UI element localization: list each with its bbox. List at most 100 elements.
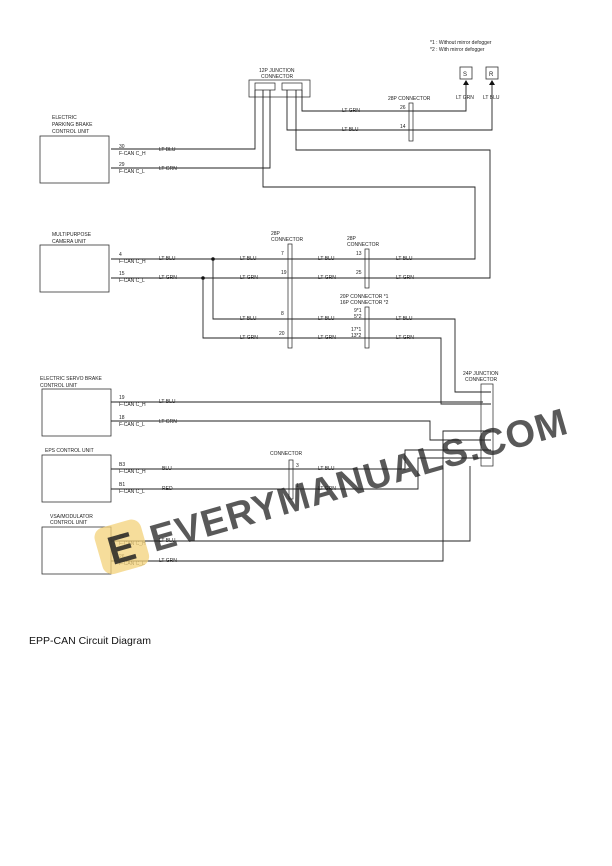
c20-16p-connector — [364, 306, 370, 349]
right-28p-connector — [364, 248, 370, 289]
pb-signal-h: F-CAN C_H — [119, 151, 146, 157]
pb-label-2: PARKING BRAKE — [52, 122, 93, 128]
j12-left-block — [254, 82, 276, 91]
right-28p-label-1: 28P — [347, 236, 357, 242]
diagram-caption: EPP-CAN Circuit Diagram — [29, 635, 151, 647]
left-28p-pin-d: 20 — [279, 331, 285, 337]
servo-signal-h: F-CAN C_H — [119, 402, 146, 408]
watermark-logo-badge — [94, 519, 150, 575]
left-28p-pin-c: 8 — [281, 311, 284, 317]
wire-eps-h-b — [291, 449, 483, 470]
eps-conn-pin-a: 3 — [296, 463, 299, 469]
eps-pin-h: B3 — [119, 462, 125, 468]
wire-cam-h-branch — [212, 259, 367, 320]
c20-pin-c: 17*1 — [351, 327, 362, 333]
vsa-label-1: VSA/MODULATOR — [50, 514, 93, 520]
right-28p-label-2: CONNECTOR — [347, 242, 380, 248]
terminal-r-arrow — [489, 80, 495, 85]
wire-to-s — [411, 85, 467, 112]
legend-note-1: *1 : Without mirror defogger — [430, 40, 492, 46]
wire-j12-right-run — [295, 90, 491, 279]
left-28p-label-2: CONNECTOR — [271, 237, 304, 243]
top-28p-pin-a: 26 — [400, 105, 406, 111]
top-28p-connector — [408, 102, 414, 142]
vsa-label-2: CONTROL UNIT — [50, 520, 87, 526]
servo-brake-control-unit — [41, 388, 112, 437]
watermark-text: EVERYMANUALS.COM — [145, 401, 572, 561]
servo-signal-l: F-CAN C_L — [119, 422, 145, 428]
j24-label-1: 24P JUNCTION — [463, 371, 499, 377]
camera-label-1: MULTIPURPOSE — [52, 232, 92, 238]
multipurpose-camera-unit — [39, 244, 110, 293]
wire-eps-l-b — [291, 457, 483, 490]
right-28p-pin-b: 25 — [356, 270, 362, 276]
servo-wire-l-color: LT GRN — [159, 419, 177, 425]
camera-pin-h: 4 — [119, 252, 122, 258]
pb-pin-l: 29 — [119, 162, 125, 168]
wire-vsa-h — [111, 466, 471, 542]
c20-pin-a: 9*1 — [354, 308, 362, 314]
wiring — [111, 85, 493, 562]
left-28p-connector — [287, 243, 293, 349]
camera-pin-l: 15 — [119, 271, 125, 277]
camera-label-2: CAMERA UNIT — [52, 239, 86, 245]
servo-label-1: ELECTRIC SERVO BRAKE — [40, 376, 103, 382]
terminal-s-wire-color: LT GRN — [456, 95, 474, 101]
splice-cam-l — [201, 276, 205, 280]
camera-signal-h: F-CAN C_H — [119, 259, 146, 265]
terminal-s-box — [459, 66, 473, 80]
top-28p-pin-b: 14 — [400, 124, 406, 130]
terminal-s-label: S — [463, 72, 467, 78]
wire-j12-top28-a — [301, 90, 411, 112]
wire-j24-pins — [483, 391, 491, 459]
pb-wire-l-color: LT GRN — [159, 166, 177, 172]
j12-label-2: CONNECTOR — [261, 74, 294, 80]
wire-j12-mid-run — [262, 90, 476, 260]
c20-label-2: 16P CONNECTOR *2 — [340, 300, 389, 306]
left-28p-label-1: 28P — [271, 231, 281, 237]
right-28p-pin-a: 13 — [356, 251, 362, 257]
eps-connector — [288, 459, 294, 500]
j12-right-block — [281, 82, 303, 91]
eps-connector-label: CONNECTOR — [270, 451, 303, 457]
wire-cam-l-branch — [202, 278, 367, 339]
splice-cam-h — [211, 257, 215, 261]
wire-j12-top28-b — [286, 90, 411, 131]
c20-label-1: 20P CONNECTOR *1 — [340, 294, 389, 300]
camera-signal-l: F-CAN C_L — [119, 278, 145, 284]
pb-label-1: ELECTRIC — [52, 115, 77, 121]
wire-to-r — [411, 85, 493, 131]
parking-brake-control-unit — [39, 135, 110, 184]
eps-pin-l: B1 — [119, 482, 125, 488]
j24-label-2: CONNECTOR — [465, 377, 498, 383]
pb-label-3: CONTROL UNIT — [52, 129, 89, 135]
eps-control-unit — [41, 454, 112, 503]
wire-c20-l — [367, 337, 483, 405]
terminal-r-wire-color: LT BLU — [483, 95, 500, 101]
eps-signal-h: F-CAN C_H — [119, 469, 146, 475]
pb-pin-h: 30 — [119, 144, 125, 150]
servo-pin-h: 19 — [119, 395, 125, 401]
c20-pin-b: 5*2 — [354, 314, 362, 320]
terminal-r-box — [485, 66, 499, 80]
wire-c20-h — [367, 318, 483, 393]
servo-label-2: CONTROL UNIT — [40, 383, 77, 389]
left-28p-pin-b: 19 — [281, 270, 287, 276]
wire-vsa-l — [111, 430, 483, 562]
servo-pin-l: 18 — [119, 415, 125, 421]
eps-signal-l: F-CAN C_L — [119, 489, 145, 495]
j12-label-1: 12P JUNCTION — [259, 68, 295, 74]
pb-wire-h-color: LT BLU — [159, 147, 176, 153]
terminal-s-arrow — [463, 80, 469, 85]
top-28p-label: 28P CONNECTOR — [388, 96, 431, 102]
c20-pin-d: 13*2 — [351, 333, 362, 339]
wire-pb-h — [111, 90, 256, 150]
left-28p-pin-a: 7 — [281, 251, 284, 257]
eps-label: EPS CONTROL UNIT — [45, 448, 94, 454]
wire-pb-l — [111, 90, 271, 169]
terminal-r-label: R — [489, 72, 494, 78]
legend-note-2: *2 : With mirror defogger — [430, 47, 485, 53]
eps-conn-pin-b: 1 — [296, 483, 299, 489]
pb-signal-l: F-CAN C_L — [119, 169, 145, 175]
